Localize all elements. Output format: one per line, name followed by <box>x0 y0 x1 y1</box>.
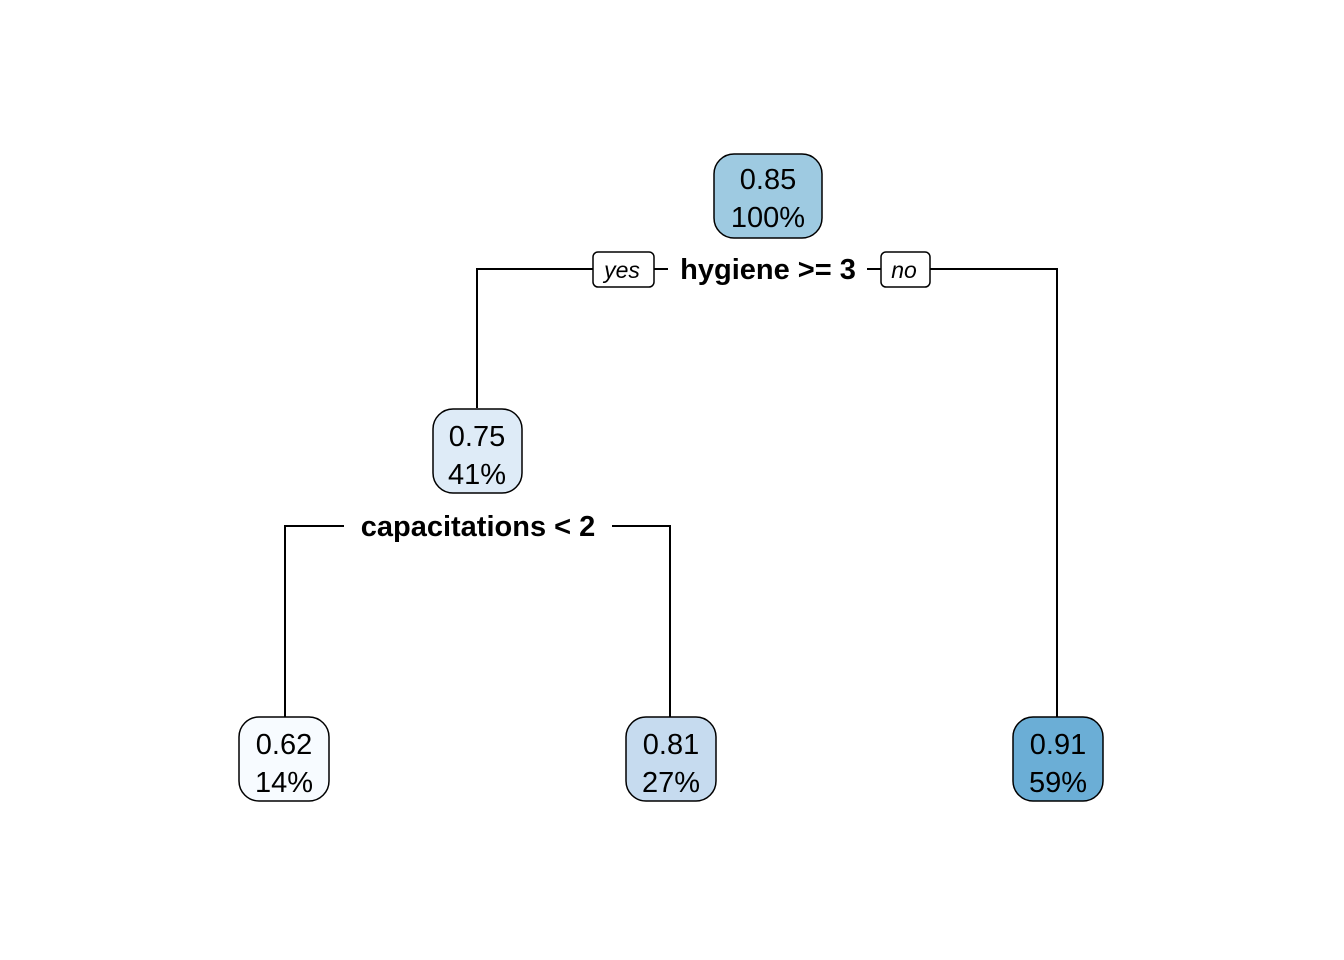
node-no-box <box>1012 716 1104 802</box>
split-yes: capacitations < 2 <box>361 511 596 543</box>
node-yes-box <box>432 408 523 494</box>
node-yes-left: 0.62 14% <box>238 716 330 802</box>
yes-tag-label: yes <box>602 257 640 283</box>
node-root-box <box>713 153 823 239</box>
no-tag-label: no <box>891 257 917 283</box>
edge-yes-right <box>612 525 671 717</box>
node-no: 0.91 59% <box>1012 716 1104 802</box>
node-yes-value: 0.75 <box>449 421 505 453</box>
node-yes-percent: 41% <box>448 459 506 491</box>
split-root-label: hygiene >= 3 <box>680 254 856 286</box>
node-no-value: 0.91 <box>1030 729 1086 761</box>
node-yes-right-percent: 27% <box>642 767 700 799</box>
node-root-percent: 100% <box>731 202 805 234</box>
node-yes-left-percent: 14% <box>255 767 313 799</box>
edge-yes-left <box>284 525 344 717</box>
split-root: hygiene >= 3 yes no <box>592 251 931 288</box>
node-yes-left-value: 0.62 <box>256 729 312 761</box>
split-yes-label: capacitations < 2 <box>361 511 596 543</box>
node-no-percent: 59% <box>1029 767 1087 799</box>
node-yes-right-box <box>625 716 717 802</box>
tree-edges <box>284 268 1058 717</box>
node-yes-right-value: 0.81 <box>643 729 699 761</box>
node-root: 0.85 100% <box>713 153 823 239</box>
edge-root-no <box>930 268 1058 717</box>
node-root-value: 0.85 <box>740 164 796 196</box>
node-yes: 0.75 41% <box>432 408 523 494</box>
node-yes-left-box <box>238 716 330 802</box>
node-yes-right: 0.81 27% <box>625 716 717 802</box>
edge-root-yes <box>476 268 593 408</box>
no-tag-box <box>880 251 931 288</box>
yes-tag-box <box>592 251 655 288</box>
